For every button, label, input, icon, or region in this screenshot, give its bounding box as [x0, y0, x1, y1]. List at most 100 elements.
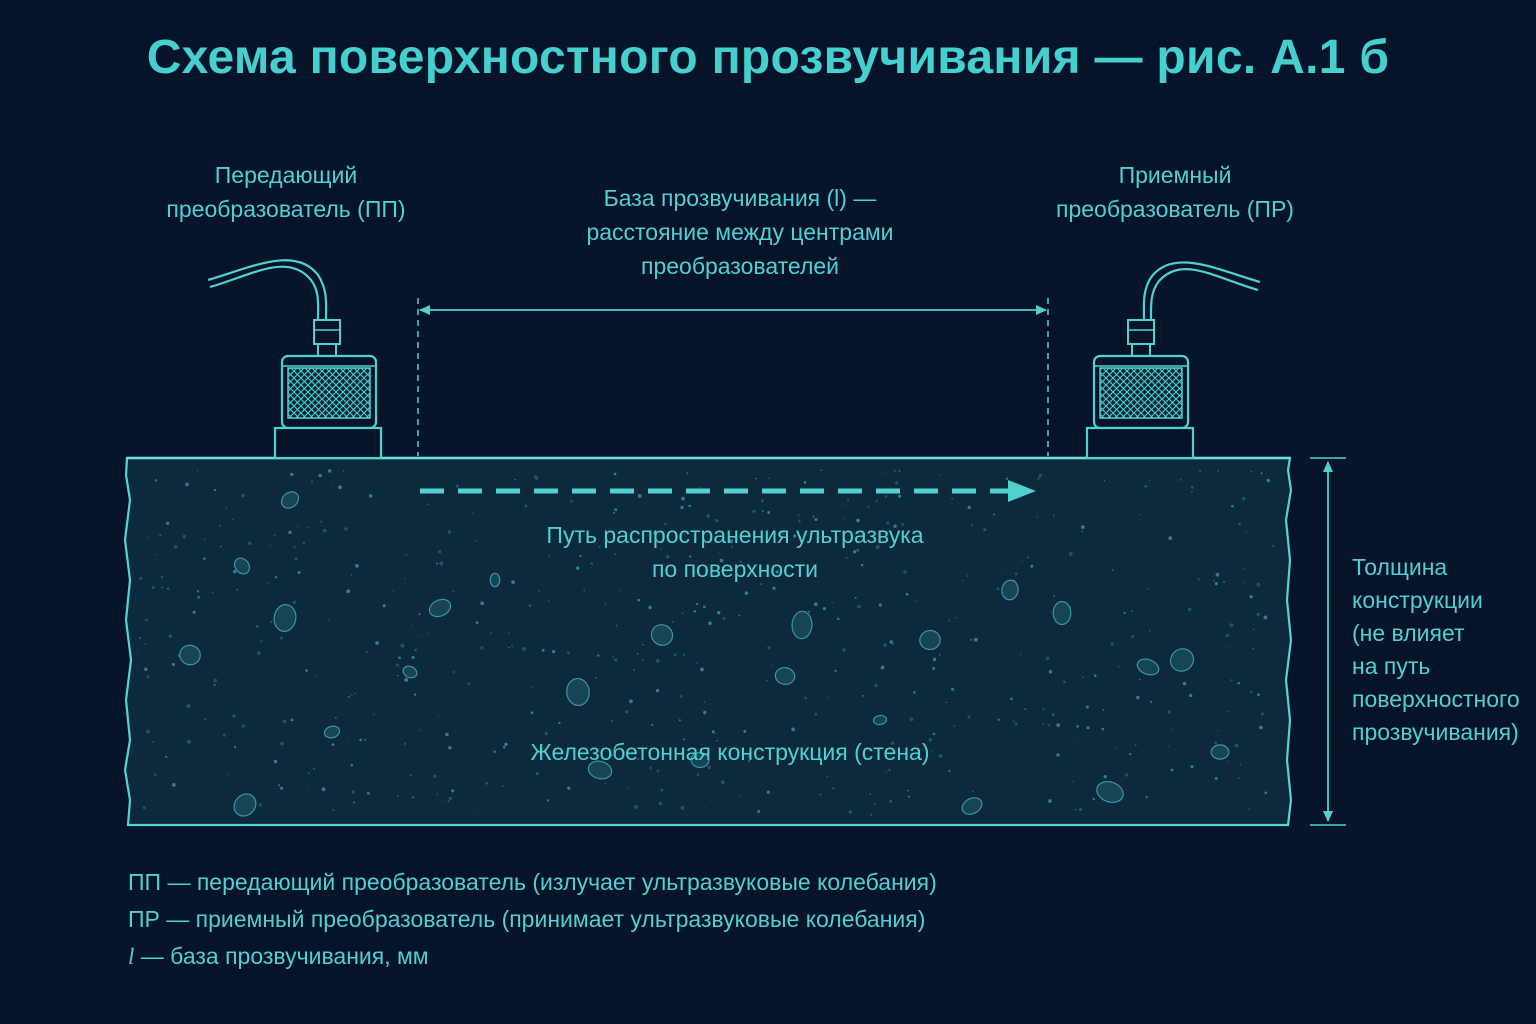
concrete-speck [1075, 809, 1077, 811]
concrete-speck [1093, 674, 1097, 677]
concrete-speck [1147, 587, 1150, 590]
thickness-dimension [1310, 457, 1346, 826]
concrete-stone [1096, 781, 1124, 803]
concrete-speck [397, 794, 400, 798]
concrete-speck [767, 646, 771, 650]
concrete-speck [827, 697, 829, 699]
concrete-speck [1145, 795, 1148, 799]
concrete-speck [1168, 536, 1173, 541]
concrete-stone [280, 491, 300, 509]
concrete-speck [308, 787, 310, 789]
concrete-speck [530, 686, 533, 689]
concrete-speck [1168, 745, 1170, 747]
concrete-speck [352, 801, 355, 804]
concrete-speck [225, 506, 228, 509]
concrete-speck [970, 524, 973, 527]
concrete-speck [720, 780, 725, 785]
concrete-speck [642, 658, 644, 661]
concrete-speck [1197, 578, 1201, 581]
concrete-speck [731, 546, 733, 548]
concrete-speck [290, 472, 294, 477]
concrete-speck [535, 772, 539, 776]
concrete-speck [869, 793, 872, 795]
concrete-speck [875, 545, 880, 550]
concrete-speck [508, 646, 510, 649]
concrete-speck [951, 687, 954, 691]
concrete-speck [350, 574, 353, 576]
concrete-speck [1256, 582, 1261, 587]
concrete-speck [637, 598, 641, 602]
concrete-speck [953, 725, 956, 728]
concrete-speck [320, 520, 323, 523]
concrete-speck [743, 729, 747, 733]
concrete-speck [1053, 594, 1056, 597]
concrete-speck [590, 567, 592, 569]
concrete-speck [1263, 615, 1268, 620]
base-label-line: преобразователей [640, 253, 839, 279]
concrete-speck [703, 710, 707, 715]
concrete-speck [344, 527, 348, 531]
concrete-speck [544, 731, 548, 736]
concrete-speck [504, 742, 508, 747]
concrete-speck [612, 655, 615, 658]
concrete-speck [583, 589, 586, 592]
concrete-speck [613, 472, 617, 476]
concrete-speck [400, 643, 405, 648]
concrete-speck [1239, 764, 1241, 766]
concrete-speck [382, 604, 386, 608]
concrete-speck [673, 653, 677, 657]
concrete-speck [1074, 737, 1076, 739]
concrete-speck [681, 751, 684, 755]
concrete-speck [288, 530, 292, 535]
concrete-speck [182, 534, 187, 539]
path-label: Путь распространения ультразвука по пове… [470, 518, 1000, 586]
concrete-speck [480, 601, 485, 606]
concrete-speck [589, 535, 592, 538]
concrete-speck [711, 730, 715, 734]
concrete-speck [854, 596, 857, 599]
concrete-speck [614, 508, 618, 512]
concrete-speck [1228, 646, 1230, 649]
concrete-speck [671, 620, 674, 624]
concrete-speck [636, 758, 640, 761]
concrete-speck [1052, 514, 1056, 517]
concrete-speck [895, 481, 899, 485]
concrete-speck [485, 781, 489, 785]
concrete-speck [738, 614, 741, 617]
concrete-speck [146, 675, 150, 679]
concrete-speck [474, 540, 477, 542]
concrete-speck [938, 474, 941, 476]
concrete-speck [1264, 791, 1268, 795]
legend-text: — передающий преобразователь (излучает у… [161, 869, 937, 895]
concrete-speck [716, 739, 718, 742]
concrete-speck [173, 545, 178, 549]
transmitter-transducer [207, 259, 383, 460]
concrete-speck [1222, 580, 1226, 584]
concrete-speck [1189, 693, 1193, 698]
concrete-speck [321, 787, 326, 792]
concrete-speck [147, 536, 149, 538]
concrete-speck [1076, 725, 1079, 728]
concrete-speck [445, 732, 449, 737]
concrete-speck [831, 601, 834, 604]
concrete-speck [392, 589, 395, 592]
thickness-label-line: поверхностного [1352, 686, 1520, 712]
concrete-speck [213, 678, 218, 683]
concrete-speck [541, 648, 545, 652]
concrete-speck [558, 721, 561, 725]
concrete-speck [1148, 629, 1151, 632]
concrete-speck [196, 590, 199, 593]
concrete-speck [226, 773, 229, 775]
concrete-speck [475, 621, 479, 624]
concrete-speck [1014, 722, 1018, 726]
concrete-speck [788, 664, 791, 667]
concrete-speck [713, 732, 716, 735]
concrete-speck [625, 710, 629, 714]
concrete-speck [1214, 777, 1218, 780]
concrete-speck [655, 659, 660, 663]
concrete-speck [874, 803, 877, 806]
receiver-label: Приемный преобразователь (ПР) [1035, 158, 1315, 226]
concrete-speck [966, 574, 969, 577]
concrete-speck [856, 518, 860, 523]
concrete-speck [154, 773, 157, 776]
